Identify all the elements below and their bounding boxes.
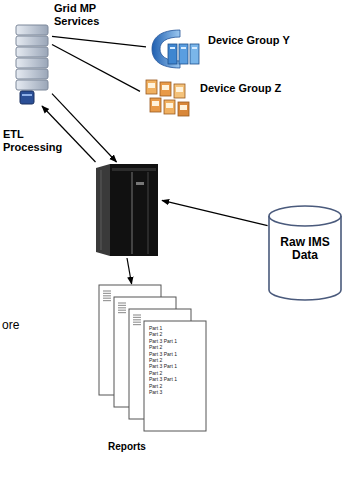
flow-arrow — [127, 258, 132, 284]
report-line: Part 3 — [149, 389, 203, 395]
report-line: Part 2 — [149, 357, 203, 363]
process-label: ETL Processing — [3, 128, 61, 154]
node-label: Grid MP Services — [54, 2, 116, 28]
flow-arrow — [52, 94, 117, 162]
link-line — [52, 45, 140, 92]
link-line — [52, 36, 146, 47]
node-label: Device Group Z — [200, 82, 281, 95]
report-line: Part 2 — [149, 344, 203, 350]
report-page-text: Part 1Part 2Part 3 Part 1Part 2Part 3 Pa… — [149, 325, 203, 395]
report-line: Part 2 — [149, 370, 203, 376]
device-group-icon — [146, 28, 208, 70]
text-fragment: ore — [2, 318, 19, 332]
flow-arrow — [42, 106, 96, 162]
report-line: Part 2 — [149, 383, 203, 389]
device-group-graphic — [140, 76, 200, 120]
report-line: Part 2 — [149, 331, 203, 337]
database-cylinder: Raw IMS Data — [266, 204, 344, 302]
node-label: Device Group Y — [208, 34, 290, 47]
device-group-graphic — [146, 28, 208, 70]
server-stack-icon — [12, 24, 52, 106]
server-stack-graphic — [12, 24, 52, 106]
report-line: Part 3 Part 1 — [149, 338, 203, 344]
report-line: Part 3 Part 1 — [149, 376, 203, 382]
flow-arrow — [162, 200, 268, 225]
node-label: Reports — [108, 440, 146, 453]
mainframe-icon — [92, 162, 162, 258]
mainframe — [92, 162, 162, 258]
device-group-icon — [140, 76, 200, 120]
report-line: Part 3 Part 1 — [149, 363, 203, 369]
report-line: Part 3 Part 1 — [149, 351, 203, 357]
node-label: Raw IMS Data — [275, 236, 335, 262]
device-group: Device Group Z — [140, 72, 280, 122]
report-line: Part 1 — [149, 325, 203, 331]
device-group: Device Group Y — [146, 26, 286, 72]
mainframe-graphic — [92, 162, 162, 258]
server-stack: Grid MP Services — [8, 0, 120, 108]
report-stack: ReportsPart 1Part 2Part 3 Part 1Part 2Pa… — [98, 284, 210, 456]
